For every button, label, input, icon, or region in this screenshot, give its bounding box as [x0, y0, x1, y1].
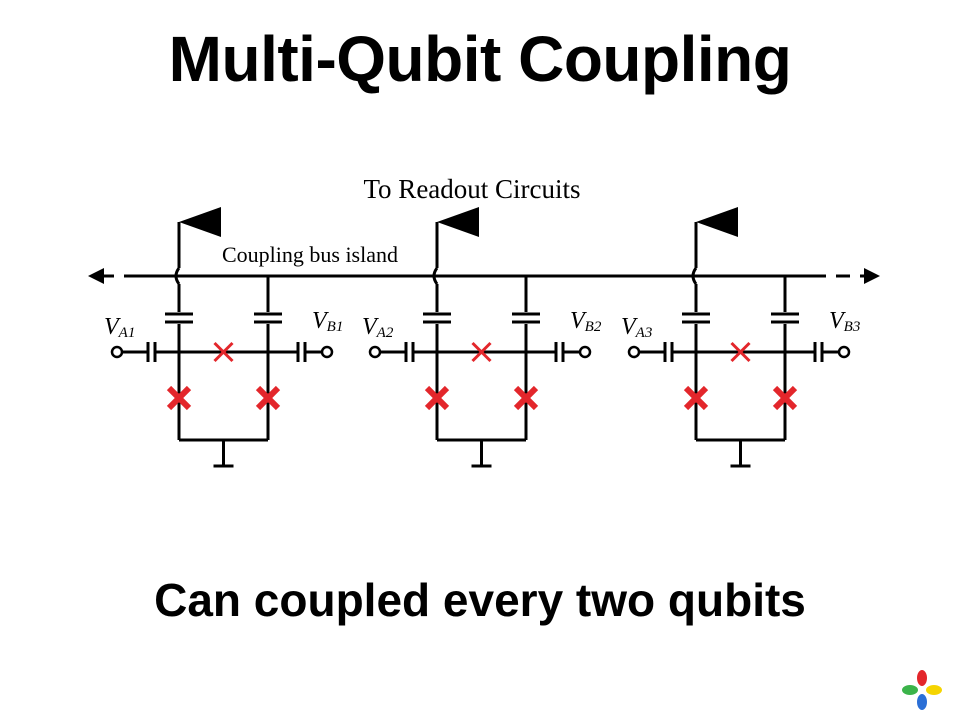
terminal-b-icon — [578, 345, 592, 359]
center-junction-icon — [730, 341, 751, 363]
arrow-left-icon — [88, 268, 104, 284]
terminal-a-icon — [110, 345, 124, 359]
terminal-a-icon — [368, 345, 382, 359]
bus-crossing-hop — [691, 267, 698, 285]
left-junction-icon — [166, 385, 192, 411]
vb-label: VB1 — [312, 308, 343, 335]
va-label: VA3 — [621, 314, 652, 341]
terminal-b-icon — [837, 345, 851, 359]
caption: Can coupled every two qubits — [154, 574, 806, 626]
va-label: VA1 — [104, 314, 135, 341]
center-junction-icon — [471, 341, 492, 363]
qubit-cell: VA1 VB1 — [104, 207, 343, 468]
vb-label: VB2 — [570, 308, 602, 335]
bus-crossing-hop — [432, 267, 439, 285]
qubit-cell: VA2 VB2 — [122, 207, 602, 468]
four-petal-logo-icon — [902, 670, 942, 710]
terminal-b-icon — [320, 345, 334, 359]
right-junction-icon — [255, 385, 281, 411]
right-junction-icon — [513, 385, 539, 411]
left-junction-icon — [424, 385, 450, 411]
qubit-cell: VA3 VB3 — [122, 207, 860, 468]
center-junction-icon — [213, 341, 234, 363]
coupling-bus — [88, 268, 880, 284]
bus-label: Coupling bus island — [222, 242, 398, 267]
left-junction-icon — [683, 385, 709, 411]
vb-label: VB3 — [829, 308, 860, 335]
arrow-right-icon — [864, 268, 880, 284]
qubit-cells: VA1 VB1 VA2 VB2 VA3 VB3 — [104, 207, 860, 468]
bus-crossing-hop — [174, 267, 181, 285]
top-label: To Readout Circuits — [363, 174, 580, 204]
right-junction-icon — [772, 385, 798, 411]
va-label: VA2 — [362, 314, 394, 341]
terminal-a-icon — [627, 345, 641, 359]
page-title: Multi-Qubit Coupling — [168, 23, 792, 95]
